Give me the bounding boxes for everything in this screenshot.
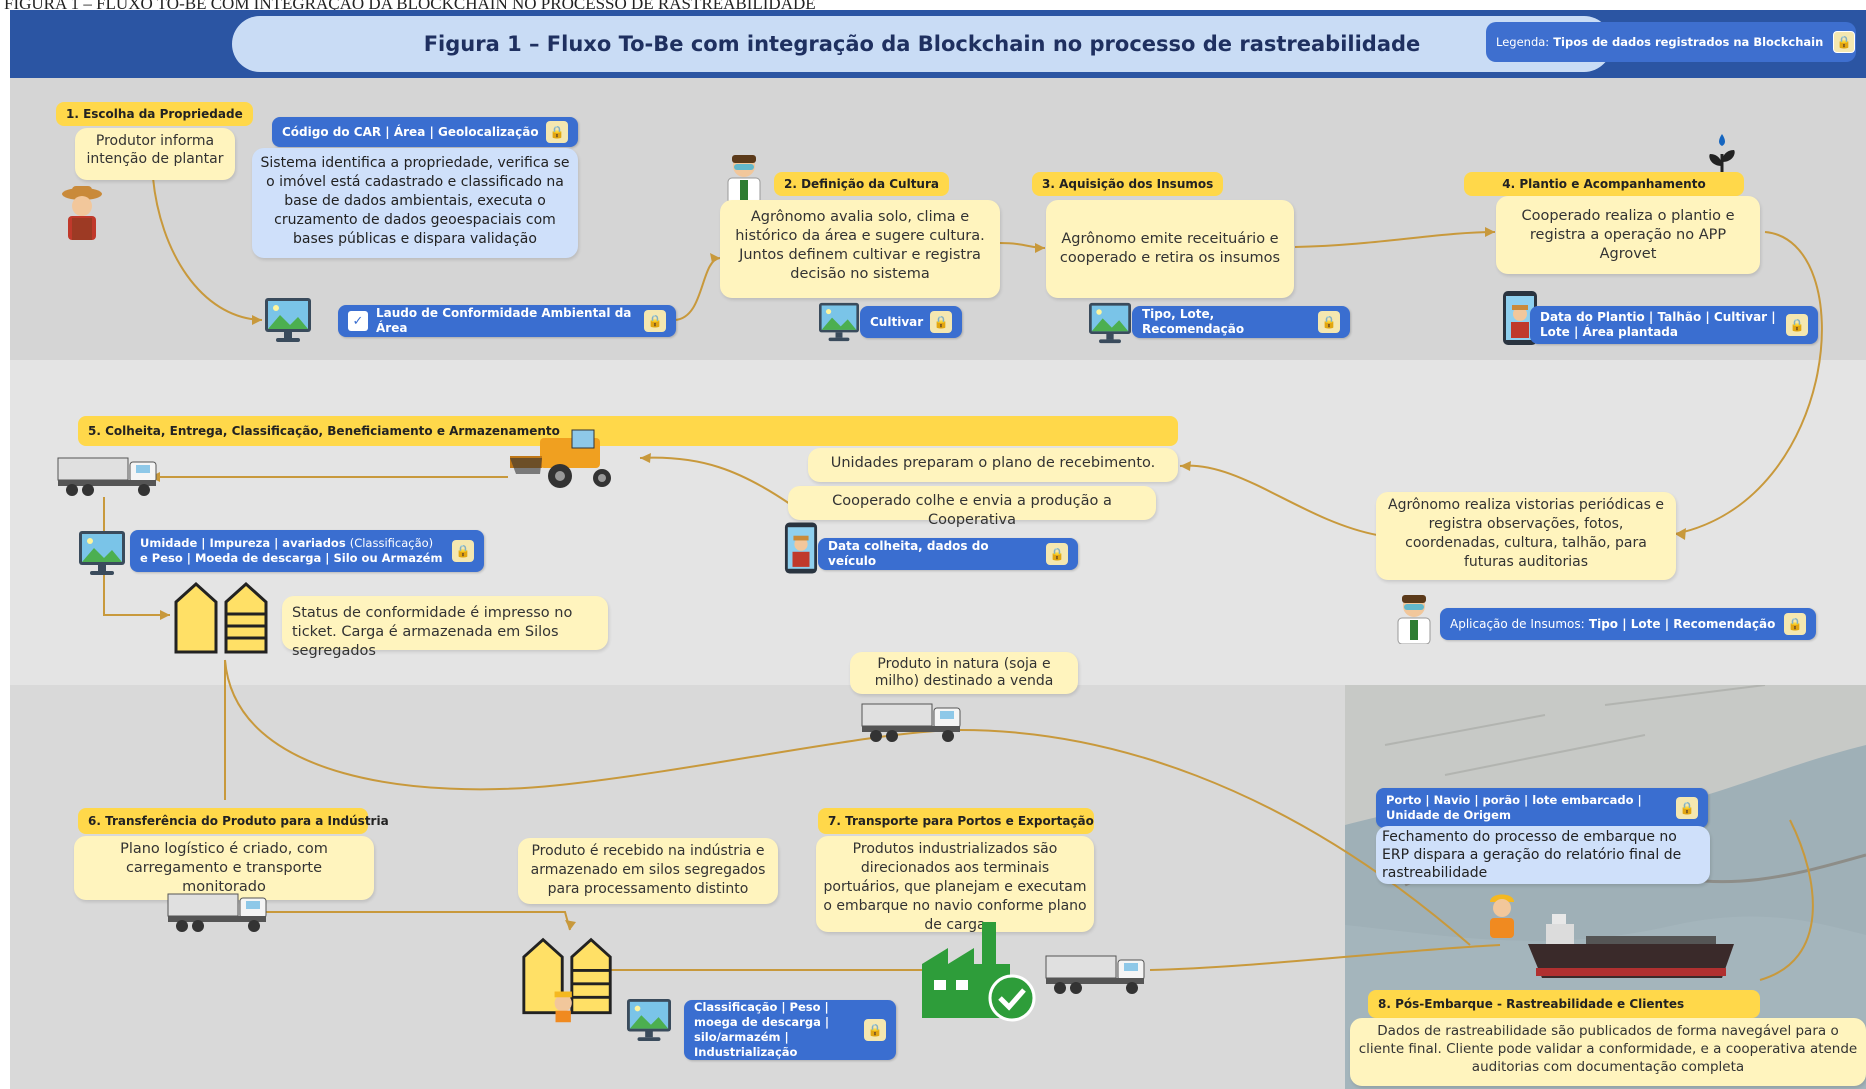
- note-customer-traceability: Dados de rastreabilidade são publicados …: [1350, 1018, 1866, 1086]
- stage-4-label: 4. Plantio e Acompanhamento: [1464, 172, 1744, 196]
- monitor-landscape-icon: [627, 998, 671, 1042]
- note-field-inspection: Agrônomo realiza vistorias periódicas e …: [1376, 492, 1676, 580]
- note-erp-closing: Fechamento do processo de embarque no ER…: [1376, 826, 1710, 884]
- data-tag-car-text: Código do CAR | Área | Geolocalização: [282, 124, 539, 139]
- data-tag-input-application-prefix: Aplicação de Insumos:: [1450, 616, 1585, 631]
- data-tag-port-text: Porto | Navio | porão | lote embarcado |…: [1386, 793, 1642, 822]
- note-producer-intent: Produtor informa intenção de plantar: [75, 128, 235, 180]
- silo-icon: [174, 581, 268, 654]
- farmer-icon: [62, 186, 102, 240]
- smartphone-farmer-icon: [784, 522, 818, 574]
- factory-check-icon: [922, 922, 1036, 1022]
- data-tag-cultivar-text: Cultivar: [870, 314, 924, 329]
- data-tag-inputs-text: Tipo, Lote, Recomendação: [1142, 307, 1245, 336]
- data-tag-car: Código do CAR | Área | Geolocalização 🔒: [272, 117, 578, 147]
- dump-truck-icon: [57, 457, 157, 496]
- lock-icon: 🔒: [1676, 797, 1698, 819]
- agronomist-icon: [1397, 595, 1431, 644]
- lock-icon: 🔒: [930, 311, 952, 333]
- note-planting: Cooperado realiza o plantio e registra a…: [1496, 196, 1760, 274]
- data-tag-classification: Umidade | Impureza | avariados (Classifi…: [130, 530, 484, 572]
- combine-harvester-icon: [510, 429, 611, 488]
- note-raw-product: Produto in natura (soja e milho) destina…: [850, 652, 1078, 694]
- monitor-landscape-icon: [1089, 302, 1131, 344]
- data-tag-planting: Data do Plantio | Talhão | Cultivar | Lo…: [1530, 306, 1818, 344]
- lock-icon: 🔒: [1046, 543, 1068, 565]
- data-tag-classification-text: Umidade | Impureza | avariados (Classifi…: [140, 536, 446, 566]
- note-inputs-text: Agrônomo emite receituário e cooperado e…: [1059, 231, 1281, 266]
- figure-caption: FIGURA 1 – FLUXO TO-BE COM INTEGRAÇÃO DA…: [4, 0, 816, 10]
- data-tag-planting-text: Data do Plantio | Talhão | Cultivar | Lo…: [1540, 310, 1776, 339]
- checklist-icon: ✓: [348, 311, 368, 331]
- lock-icon: 🔒: [1833, 31, 1856, 53]
- data-tag-classification-note: (Classificação): [349, 536, 434, 550]
- cargo-ship-icon: [1528, 914, 1734, 978]
- stage-2-label: 2. Definição da Cultura: [774, 172, 949, 196]
- note-inputs: Agrônomo emite receituário e cooperado e…: [1046, 200, 1294, 298]
- data-tag-environmental-report: ✓ Laudo de Conformidade Ambiental da Áre…: [338, 305, 676, 337]
- note-system-validation: Sistema identifica a propriedade, verifi…: [252, 148, 578, 258]
- lock-icon: 🔒: [1786, 314, 1808, 336]
- smartphone-farmer-icon: [1503, 291, 1537, 345]
- data-tag-input-application-text: Aplicação de Insumos: Tipo | Lote | Reco…: [1450, 617, 1778, 632]
- data-tag-classification-line1: Umidade | Impureza | avariados: [140, 536, 346, 550]
- legend-prefix: Legenda:: [1496, 35, 1550, 49]
- monitor-landscape-icon: [265, 298, 311, 342]
- lock-icon: 🔒: [864, 1019, 886, 1041]
- data-tag-inputs: Tipo, Lote, Recomendação 🔒: [1132, 306, 1350, 338]
- lock-icon: 🔒: [1318, 311, 1340, 333]
- note-conformity-ticket: Status de conformidade é impresso no tic…: [282, 596, 608, 659]
- stage-6-label: 6. Transferência do Produto para a Indús…: [78, 808, 389, 834]
- legend: Legenda: Tipos de dados registrados na B…: [1486, 22, 1856, 62]
- data-tag-input-application-values: Tipo | Lote | Recomendação: [1588, 616, 1776, 631]
- legend-text: Tipos de dados registrados na Blockchain: [1553, 35, 1824, 49]
- note-crop-definition: Agrônomo avalia solo, clima e histórico …: [720, 200, 1000, 298]
- diagram-title-text: Figura 1 – Fluxo To-Be com integração da…: [423, 32, 1421, 56]
- dump-truck-icon: [861, 703, 961, 742]
- note-industry-reception: Produto é recebido na indústria e armaze…: [518, 838, 778, 904]
- port-worker-icon: [1490, 894, 1514, 938]
- note-planting-text: Cooperado realiza o plantio e registra a…: [1521, 207, 1735, 262]
- note-receiving-plan: Unidades preparam o plano de recebimento…: [808, 448, 1178, 482]
- data-tag-classification-line2: e Peso | Moeda de descarga | Silo ou Arm…: [140, 551, 443, 565]
- stage-3-label: 3. Aquisição dos Insumos: [1032, 172, 1224, 196]
- dump-truck-icon: [1045, 955, 1145, 994]
- data-tag-harvest-text: Data colheita, dados do veículo: [828, 539, 989, 568]
- lock-icon: 🔒: [1784, 613, 1806, 635]
- stage-5-label: 5. Colheita, Entrega, Classificação, Ben…: [78, 416, 1178, 446]
- silo-icon: [522, 937, 612, 1023]
- diagram-title: Figura 1 – Fluxo To-Be com integração da…: [232, 16, 1612, 72]
- data-tag-input-application: Aplicação de Insumos: Tipo | Lote | Reco…: [1440, 608, 1816, 640]
- note-logistics-plan: Plano logístico é criado, com carregamen…: [74, 836, 374, 900]
- agronomist-icon: [727, 155, 761, 204]
- data-tag-environmental-report-text: Laudo de Conformidade Ambiental da Área: [376, 306, 632, 335]
- note-harvest-send: Cooperado colhe e envia a produção a Coo…: [788, 486, 1156, 528]
- data-tag-industry-text: Classificação | Peso | moega de descarga…: [694, 1000, 830, 1059]
- lock-icon: 🔒: [452, 540, 474, 562]
- stage-1-label: 1. Escolha da Propriedade: [56, 102, 253, 126]
- data-tag-industry: Classificação | Peso | moega de descarga…: [684, 1000, 896, 1060]
- lock-icon: 🔒: [546, 121, 568, 143]
- dump-truck-icon: [167, 893, 267, 932]
- monitor-landscape-icon: [819, 302, 859, 342]
- data-tag-cultivar: Cultivar 🔒: [860, 306, 962, 338]
- stage-8-label: 8. Pós-Embarque - Rastreabilidade e Clie…: [1368, 990, 1760, 1018]
- note-logistics-plan-text: Plano logístico é criado, com carregamen…: [120, 840, 328, 895]
- data-tag-harvest: Data colheita, dados do veículo 🔒: [818, 538, 1078, 570]
- lock-icon: 🔒: [644, 310, 666, 332]
- note-port-transport: Produtos industrializados são direcionad…: [816, 836, 1094, 933]
- data-tag-port: Porto | Navio | porão | lote embarcado |…: [1376, 788, 1708, 828]
- monitor-landscape-icon: [79, 531, 125, 575]
- stage-7-label: 7. Transporte para Portos e Exportação: [818, 808, 1094, 834]
